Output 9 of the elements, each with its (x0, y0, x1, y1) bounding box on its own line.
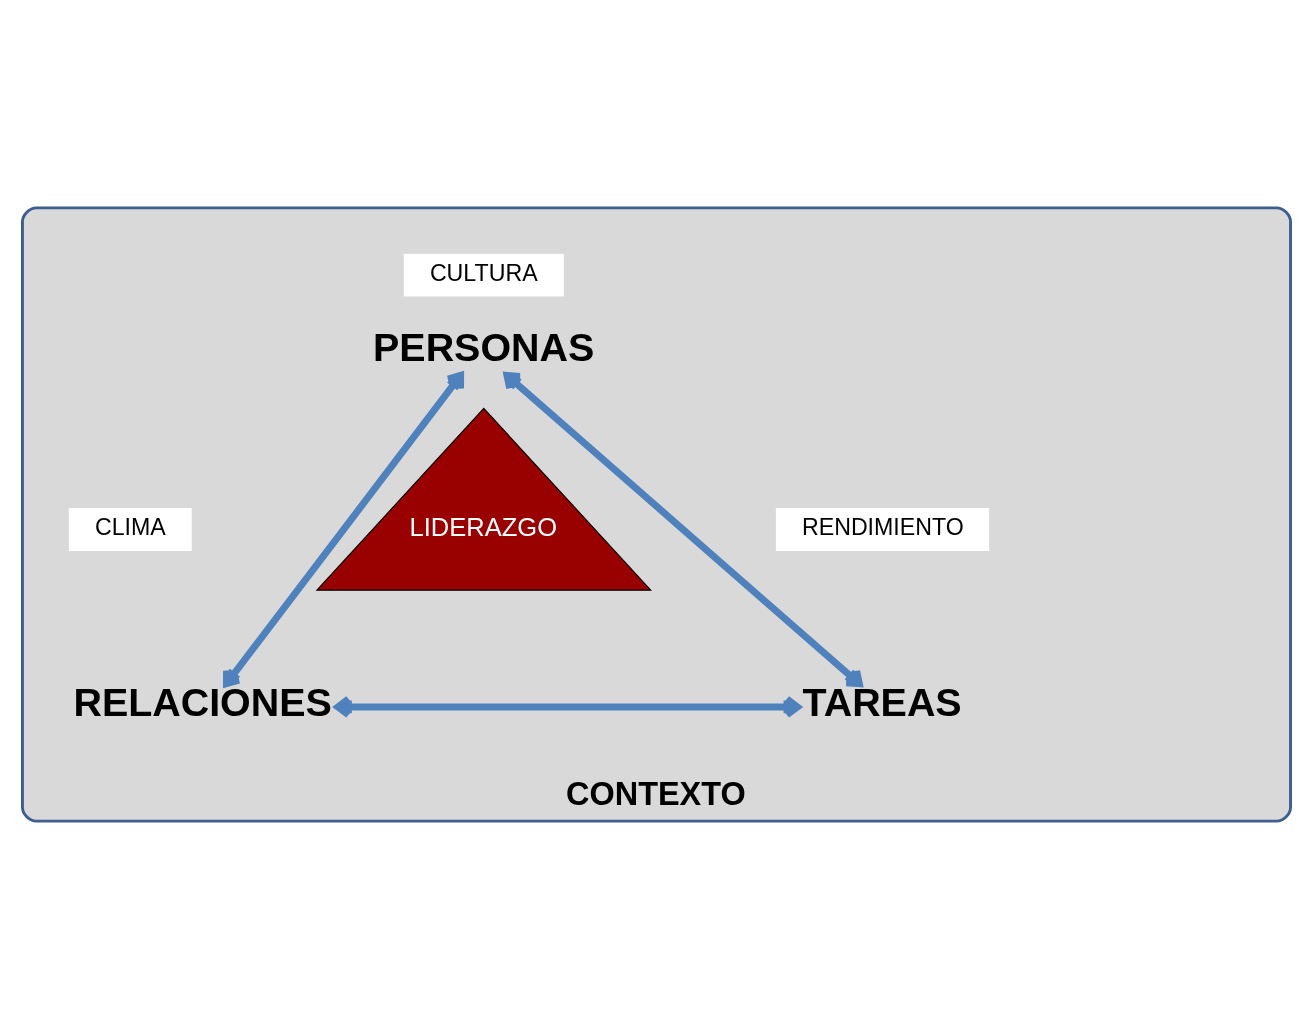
node-text: RELACIONES (73, 679, 332, 724)
node-box: CULTURA (403, 253, 564, 297)
arrow (334, 695, 801, 718)
node-text: TAREAS (802, 679, 962, 724)
node-box: CLIMA (68, 507, 192, 551)
node-box: RENDIMIENTO (775, 507, 990, 551)
arrow (503, 371, 863, 687)
node-text: PERSONAS (373, 324, 595, 369)
arrow (223, 371, 465, 687)
